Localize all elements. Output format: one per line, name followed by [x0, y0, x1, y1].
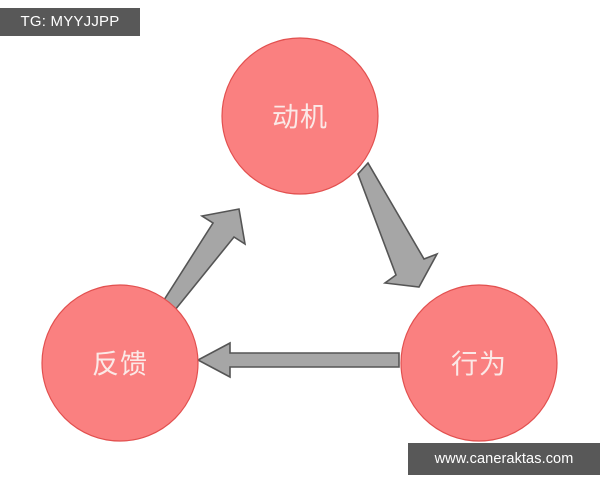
node-behavior-label: 行为 — [451, 350, 507, 381]
node-feedback-circle[interactable] — [41, 284, 199, 442]
node-behavior-circle[interactable] — [400, 284, 558, 442]
node-motivation-label: 动机 — [272, 103, 328, 134]
node-feedback-label: 反馈 — [92, 350, 148, 381]
edge-behavior-to-feedback — [196, 341, 400, 379]
node-motivation[interactable]: 动机 — [221, 37, 379, 195]
edge-feedback-to-motivation — [162, 208, 247, 312]
node-behavior[interactable]: 行为 — [400, 284, 558, 442]
tag-label: TG: MYYJJPP — [0, 8, 140, 36]
watermark-label: www.caneraktas.com — [408, 443, 600, 475]
node-feedback[interactable]: 反馈 — [41, 284, 199, 442]
edge-motivation-to-behavior — [357, 161, 439, 288]
node-motivation-circle[interactable] — [221, 37, 379, 195]
